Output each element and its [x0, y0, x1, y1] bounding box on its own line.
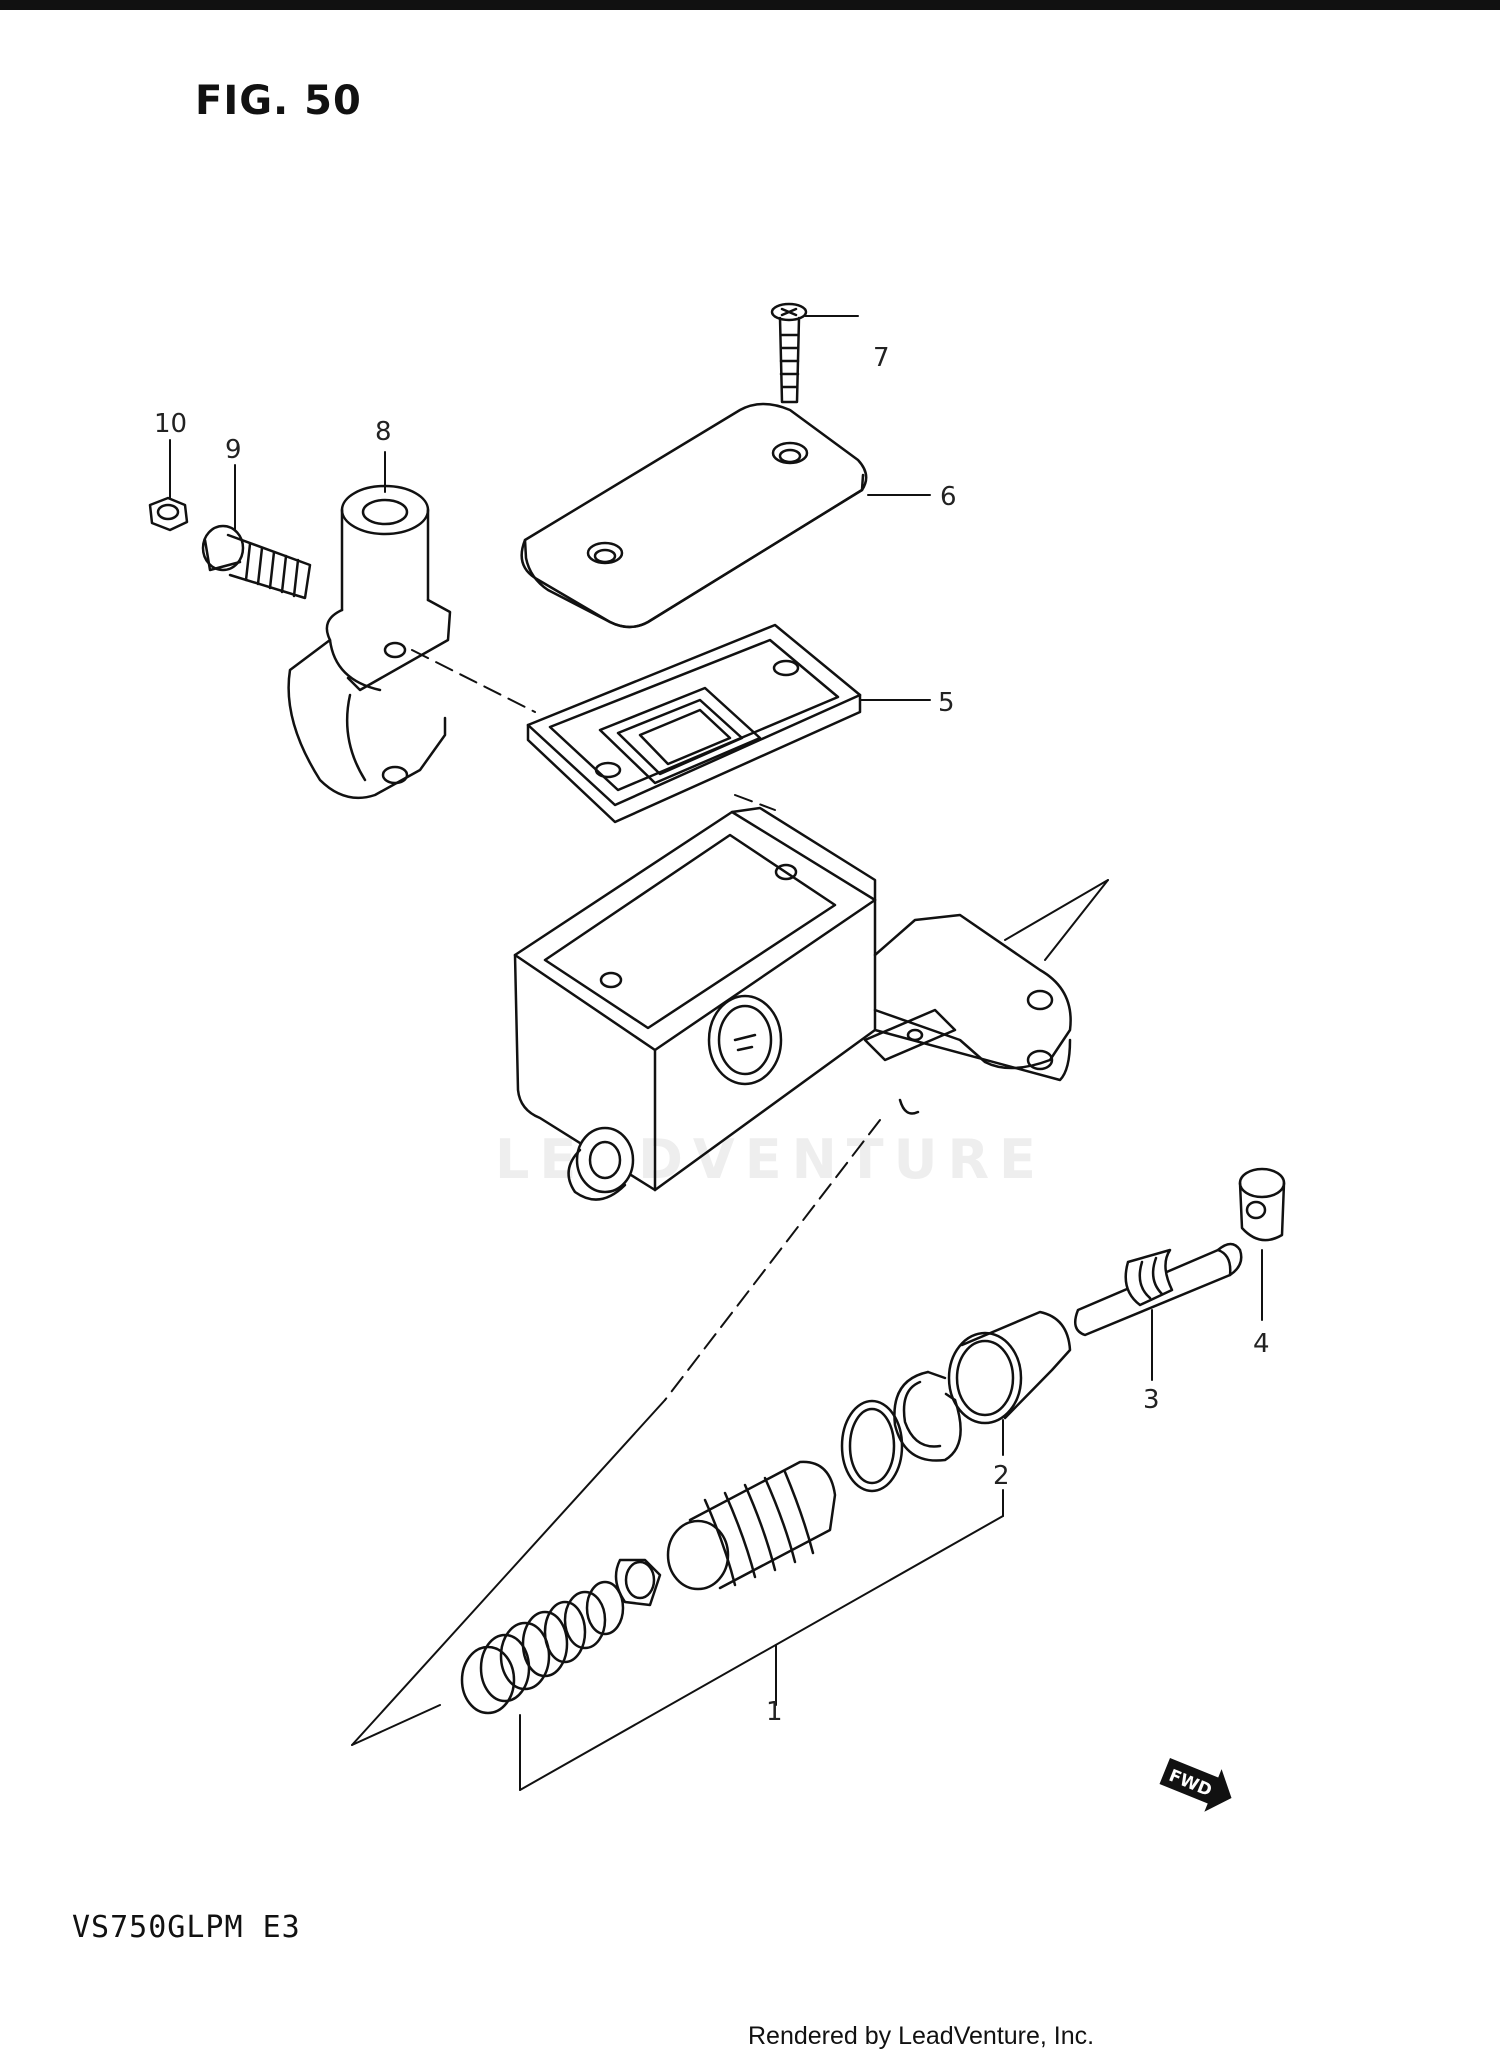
part-7-screw[interactable] — [770, 302, 808, 404]
piston-assembly[interactable] — [614, 1460, 837, 1607]
callout-10: 10 — [154, 409, 187, 439]
callout-9: 9 — [225, 435, 242, 465]
circlip[interactable] — [893, 1370, 962, 1462]
assembly-arrow-outline — [351, 879, 1109, 1746]
part-10-nut[interactable] — [148, 496, 189, 532]
top-border — [0, 0, 1500, 10]
part-3-push-rod[interactable] — [1073, 1242, 1243, 1337]
callout-8: 8 — [375, 417, 392, 447]
forward-direction-arrow: FWD — [1159, 1758, 1232, 1812]
part-2-boot[interactable] — [947, 1310, 1072, 1425]
master-cylinder-body[interactable] — [513, 806, 1072, 1201]
figure-title: FIG. 50 — [195, 78, 362, 124]
callout-7: 7 — [873, 343, 890, 373]
callout-3: 3 — [1143, 1385, 1160, 1415]
part-8-clamp[interactable] — [287, 484, 452, 800]
part-5-diaphragm[interactable] — [526, 623, 862, 824]
part-4-collar[interactable] — [1238, 1167, 1286, 1242]
part-9-bolt[interactable] — [201, 524, 312, 600]
return-spring[interactable] — [460, 1580, 625, 1715]
part-6-reservoir-cap[interactable] — [520, 402, 868, 629]
leader-lines — [169, 315, 1263, 1791]
callout-5: 5 — [938, 688, 955, 718]
seal-ring[interactable] — [840, 1399, 904, 1493]
callout-1: 1 — [766, 1697, 783, 1727]
footer-credit: Rendered by LeadVenture, Inc. — [748, 2022, 1095, 2050]
callout-labels: 7 6 5 8 9 10 4 3 2 1 — [154, 343, 1270, 1727]
model-code: VS750GLPM E3 — [72, 1910, 301, 1945]
callout-4: 4 — [1253, 1329, 1270, 1359]
assembly-guide-lines — [411, 649, 881, 1401]
callout-2: 2 — [993, 1461, 1010, 1491]
callout-6: 6 — [940, 482, 957, 512]
